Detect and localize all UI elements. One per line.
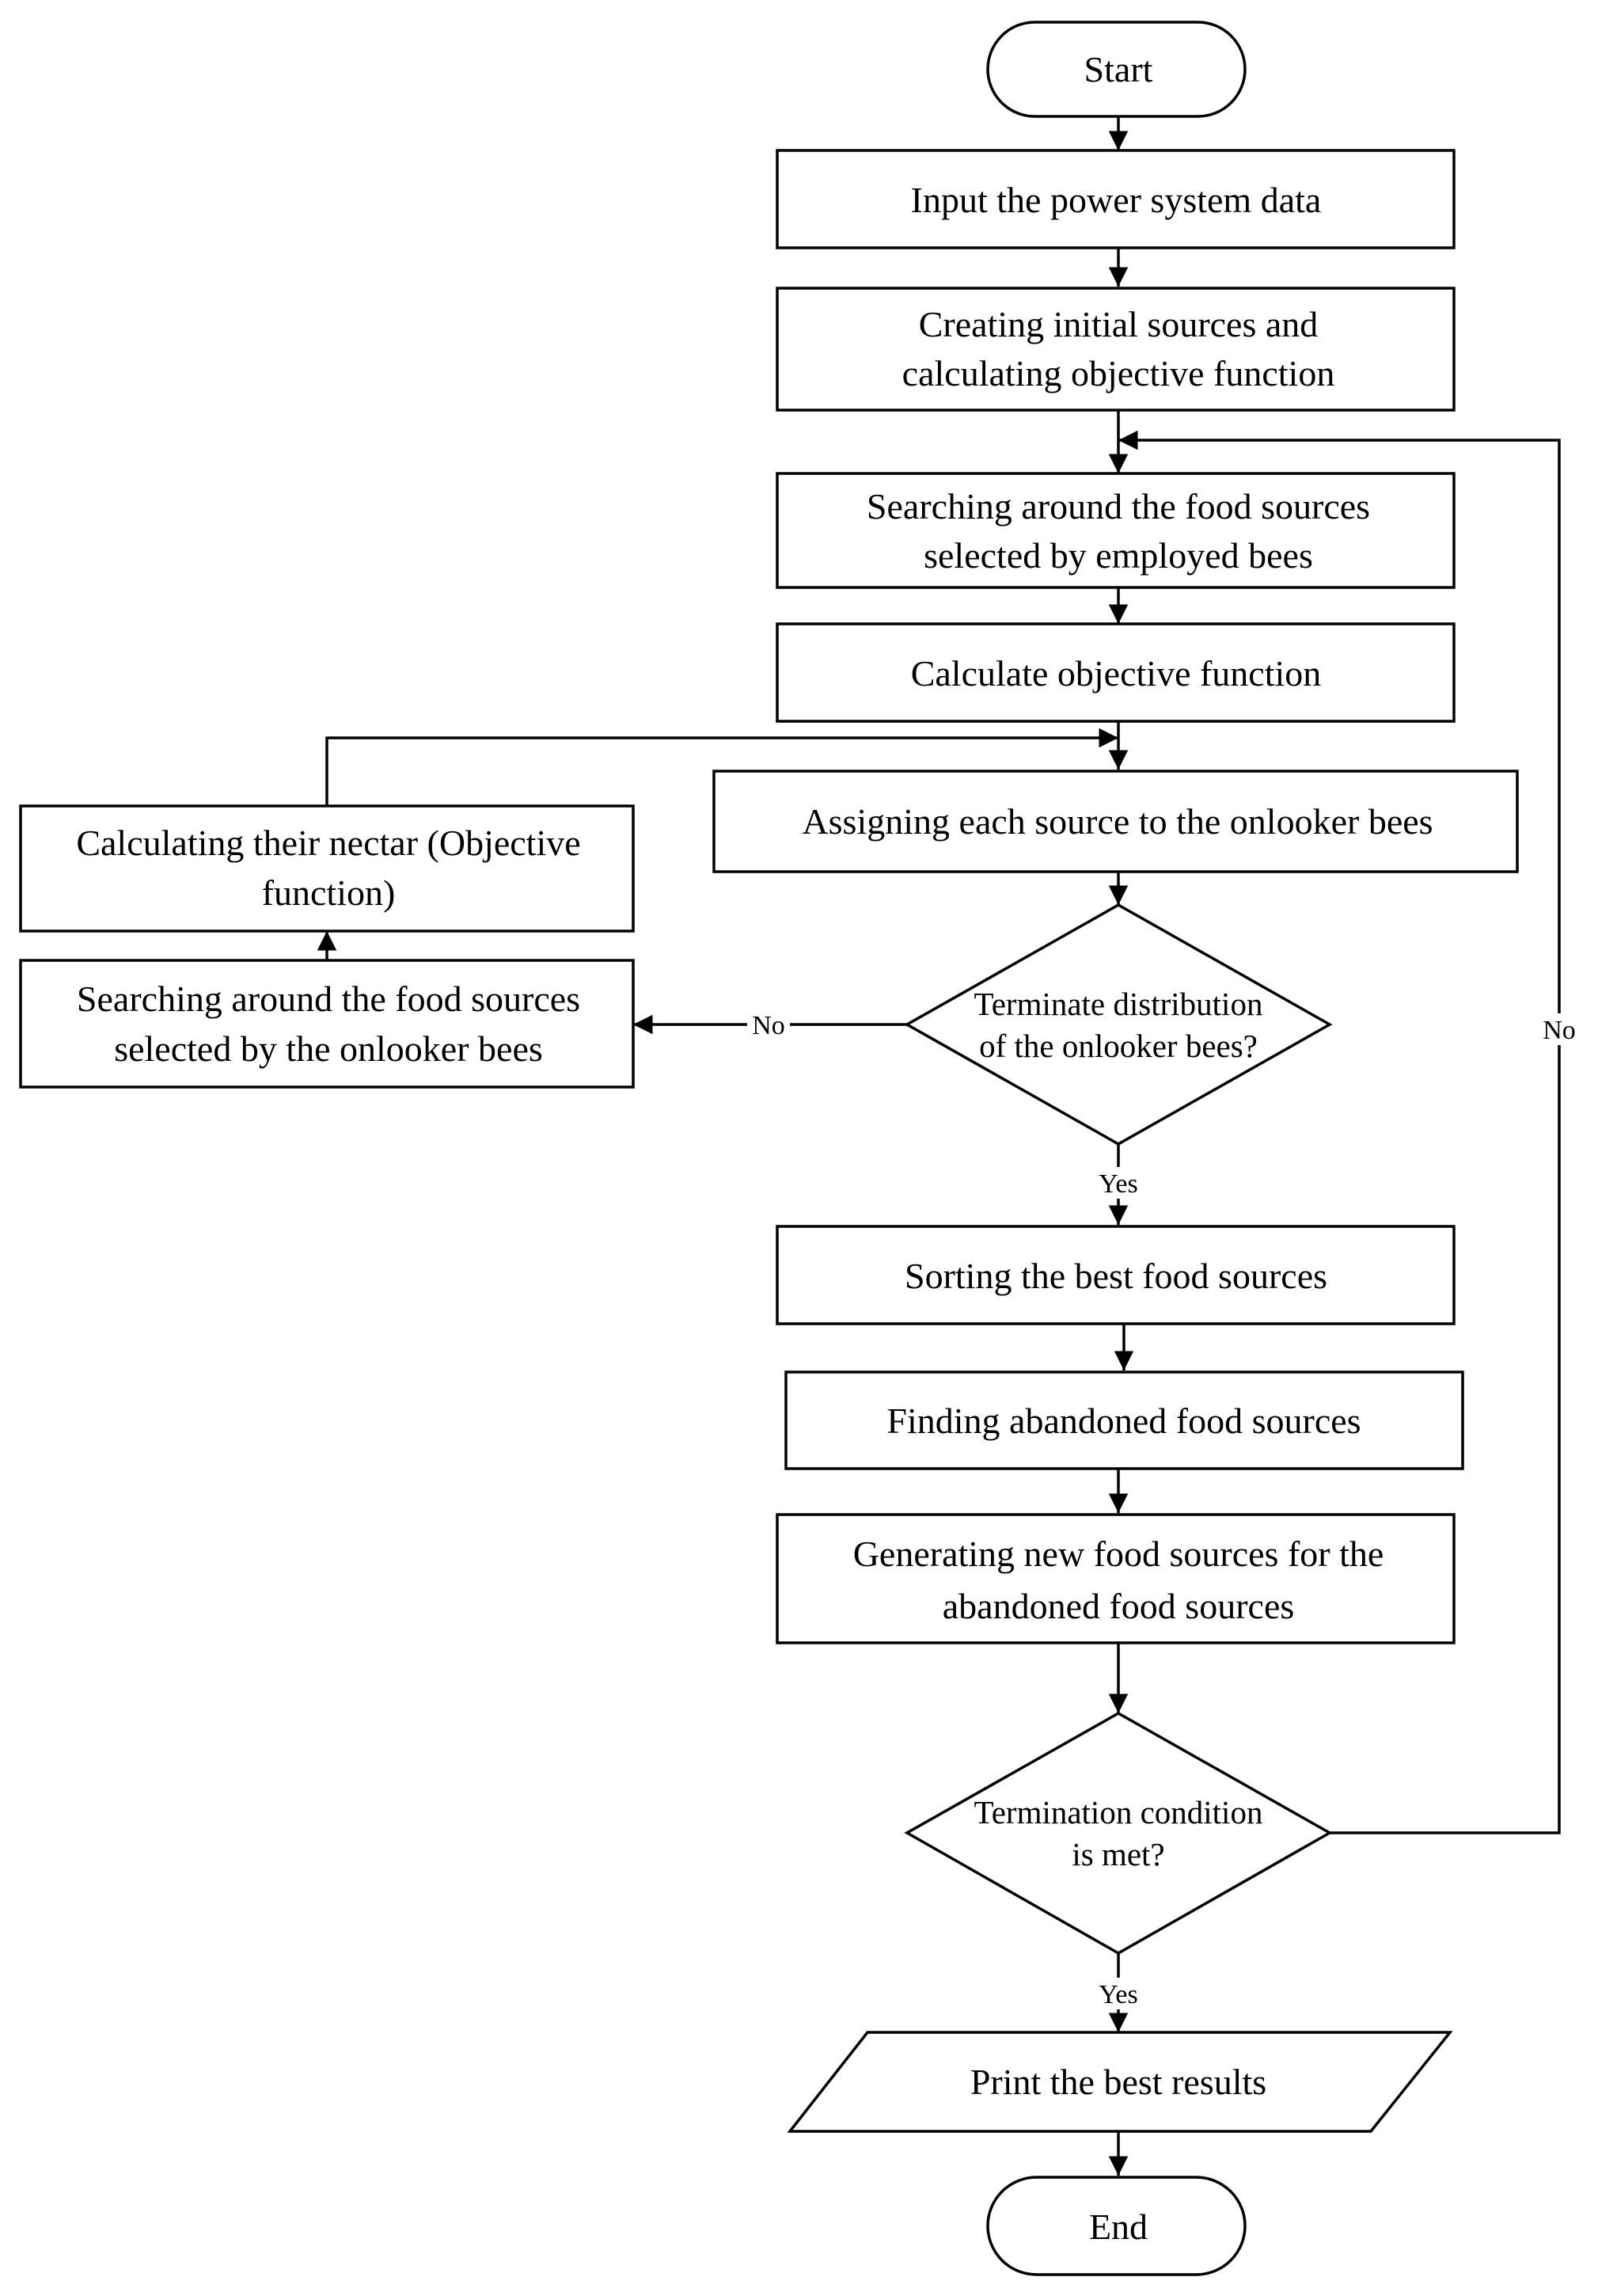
node-create-label-2: calculating objective function <box>902 353 1335 393</box>
svg-text:No: No <box>752 1011 785 1040</box>
node-search-onlooker-label-1: Searching around the food sources <box>77 979 580 1019</box>
node-start: Start <box>986 21 1247 118</box>
node-input-label: Input the power system data <box>911 180 1322 220</box>
node-search-employed-label-2: selected by employed bees <box>924 535 1313 576</box>
node-generate-label-1: Generating new food sources for the <box>853 1534 1384 1574</box>
node-calc-objective-label: Calculate objective function <box>911 653 1322 694</box>
node-decision-distribution-label-1: Terminate distribution <box>974 986 1263 1022</box>
edge-label-dec2-yes: Yes <box>1095 1978 1141 2009</box>
node-calc-objective: Calculate objective function <box>776 622 1456 723</box>
node-decision-distribution-label-2: of the onlooker bees? <box>979 1028 1258 1064</box>
node-print: Print the best results <box>787 2031 1453 2133</box>
node-find: Finding abandoned food sources <box>784 1370 1464 1470</box>
edge-nectar-loop <box>325 728 1118 806</box>
node-assign-label: Assigning each source to the onlooker be… <box>802 801 1433 842</box>
node-decision-distribution: Terminate distribution of the onlooker b… <box>904 903 1333 1146</box>
node-create-label-1: Creating initial sources and <box>919 304 1319 344</box>
node-search-employed-label-1: Searching around the food sources <box>867 486 1370 526</box>
node-nectar-label-2: function) <box>262 872 396 913</box>
node-search-onlooker-label-2: selected by the onlooker bees <box>114 1028 543 1069</box>
node-nectar: Calculating their nectar (Objective func… <box>19 804 635 933</box>
edge-label-dec2-no: No <box>1537 1013 1581 1045</box>
edge-label-dec1-yes: Yes <box>1095 1167 1141 1199</box>
svg-text:Yes: Yes <box>1099 1980 1137 2009</box>
node-find-label: Finding abandoned food sources <box>886 1401 1361 1441</box>
edge-dec2-loop <box>1118 430 1561 1834</box>
node-search-onlooker: Searching around the food sources select… <box>19 959 635 1089</box>
node-nectar-label-1: Calculating their nectar (Objective <box>76 823 580 863</box>
node-generate: Generating new food sources for the aban… <box>776 1513 1456 1644</box>
connectors <box>317 117 1561 2176</box>
node-assign: Assigning each source to the onlooker be… <box>712 770 1519 873</box>
node-generate-label-2: abandoned food sources <box>943 1586 1295 1626</box>
node-sort: Sorting the best food sources <box>776 1225 1456 1325</box>
node-search-employed: Searching around the food sources select… <box>776 472 1456 589</box>
node-input: Input the power system data <box>776 149 1456 249</box>
node-print-label: Print the best results <box>970 2062 1266 2102</box>
node-create: Creating initial sources and calculating… <box>776 287 1456 412</box>
svg-text:No: No <box>1543 1016 1576 1045</box>
node-decision-termination: Termination condition is met? <box>904 1711 1333 1956</box>
node-start-label: Start <box>1084 49 1153 89</box>
node-end-label: End <box>1089 2207 1148 2247</box>
node-decision-termination-label-2: is met? <box>1072 1836 1164 1872</box>
svg-text:Yes: Yes <box>1099 1169 1137 1199</box>
node-decision-termination-label-1: Termination condition <box>974 1794 1263 1830</box>
edge-label-dec1-no: No <box>747 1008 790 1040</box>
node-sort-label: Sorting the best food sources <box>905 1256 1327 1296</box>
node-end: End <box>986 2176 1247 2276</box>
